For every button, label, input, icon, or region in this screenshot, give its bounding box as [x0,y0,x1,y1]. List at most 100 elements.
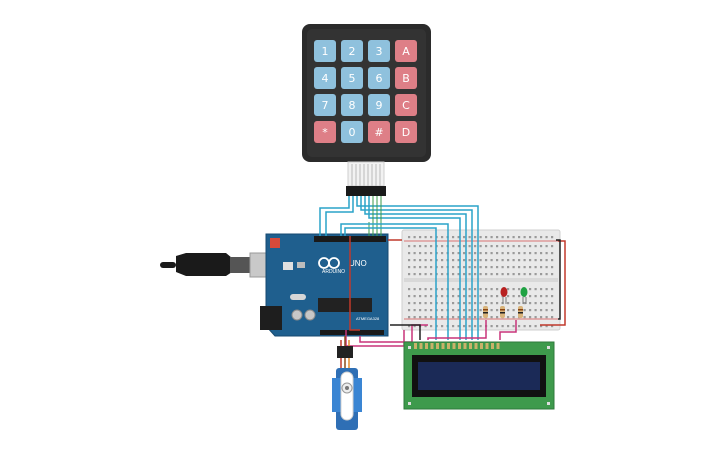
breadboard-hole [463,309,466,312]
breadboard-hole [424,245,427,248]
breadboard-hole [424,288,427,291]
key-B[interactable]: B [395,67,417,89]
breadboard-hole [529,259,532,262]
breadboard-hole [413,236,416,239]
key-5[interactable]: 5 [341,67,363,89]
breadboard-hole [518,288,521,291]
breadboard-hole [479,245,482,248]
breadboard-hole [430,316,433,319]
breadboard-hole [430,295,433,298]
breadboard-hole [507,288,510,291]
keypad-connector [346,186,386,196]
breadboard-hole [485,245,488,248]
key-cap [314,94,336,116]
breadboard-hole [523,325,526,328]
servo-motor[interactable] [332,336,362,430]
key-D[interactable]: D [395,121,417,143]
breadboard-hole [424,309,427,312]
breadboard-hole [512,316,515,319]
breadboard-hole [408,295,411,298]
key-7[interactable]: 7 [314,94,336,116]
key-label: B [402,72,410,85]
breadboard-hole [545,288,548,291]
breadboard-hole [496,295,499,298]
breadboard-hole [468,316,471,319]
servo-horn [340,371,354,421]
key-*[interactable]: * [314,121,336,143]
key-1[interactable]: 1 [314,40,336,62]
breadboard-hole [452,295,455,298]
breadboard-hole [529,302,532,305]
key-A[interactable]: A [395,40,417,62]
key-3[interactable]: 3 [368,40,390,62]
lcd-screen [418,362,540,390]
breadboard-hole [474,295,477,298]
breadboard[interactable] [401,229,561,331]
key-0[interactable]: 0 [341,121,363,143]
breadboard-hole [485,259,488,262]
breadboard-hole [534,309,537,312]
breadboard-hole [512,273,515,276]
breadboard-hole [452,245,455,248]
breadboard-hole [529,295,532,298]
key-4[interactable]: 4 [314,67,336,89]
key-8[interactable]: 8 [341,94,363,116]
breadboard-hole [408,325,411,328]
breadboard-hole [452,302,455,305]
breadboard-hole [512,266,515,269]
breadboard-hole [545,273,548,276]
breadboard-hole [474,266,477,269]
breadboard-hole [463,295,466,298]
breadboard-hole [496,266,499,269]
usb-cable[interactable] [160,252,277,278]
breadboard-hole [479,236,482,239]
breadboard-hole [452,309,455,312]
breadboard-hole [457,295,460,298]
breadboard-hole [496,259,499,262]
breadboard-hole [529,309,532,312]
breadboard-hole [485,252,488,255]
breadboard-hole [501,245,504,248]
key-9[interactable]: 9 [368,94,390,116]
breadboard-hole [490,288,493,291]
arduino-board[interactable]: ARDUINO UNO ATMEGA328 [260,233,389,337]
resistor-2[interactable] [500,306,505,318]
resistor-3[interactable] [518,306,523,318]
breadboard-hole [441,266,444,269]
red-led[interactable] [500,287,508,304]
key-label: C [402,99,410,112]
breadboard-hole [413,302,416,305]
breadboard-hole [408,316,411,319]
breadboard-hole [441,309,444,312]
breadboard-hole [408,288,411,291]
breadboard-hole [523,273,526,276]
key-2[interactable]: 2 [341,40,363,62]
breadboard-hole [496,252,499,255]
key-C[interactable]: C [395,94,417,116]
resistor-1[interactable] [483,306,488,318]
key-label: # [374,126,383,139]
breadboard-hole [490,252,493,255]
breadboard-hole [496,236,499,239]
breadboard-hole [463,245,466,248]
breadboard-hole [419,295,422,298]
breadboard-hole [419,236,422,239]
breadboard-hole [479,316,482,319]
capacitor-1 [291,309,303,321]
breadboard-hole [419,259,422,262]
lcd-module[interactable] [403,341,555,410]
breadboard-hole [479,325,482,328]
breadboard-hole [424,295,427,298]
breadboard-hole [419,273,422,276]
brand-label: ARDUINO [322,269,345,275]
key-label: 7 [322,99,329,112]
breadboard-hole [430,325,433,328]
key-6[interactable]: 6 [368,67,390,89]
breadboard-hole [496,316,499,319]
green-led[interactable] [520,287,528,304]
breadboard-hole [424,273,427,276]
breadboard-hole [551,273,554,276]
key-#[interactable]: # [368,121,390,143]
